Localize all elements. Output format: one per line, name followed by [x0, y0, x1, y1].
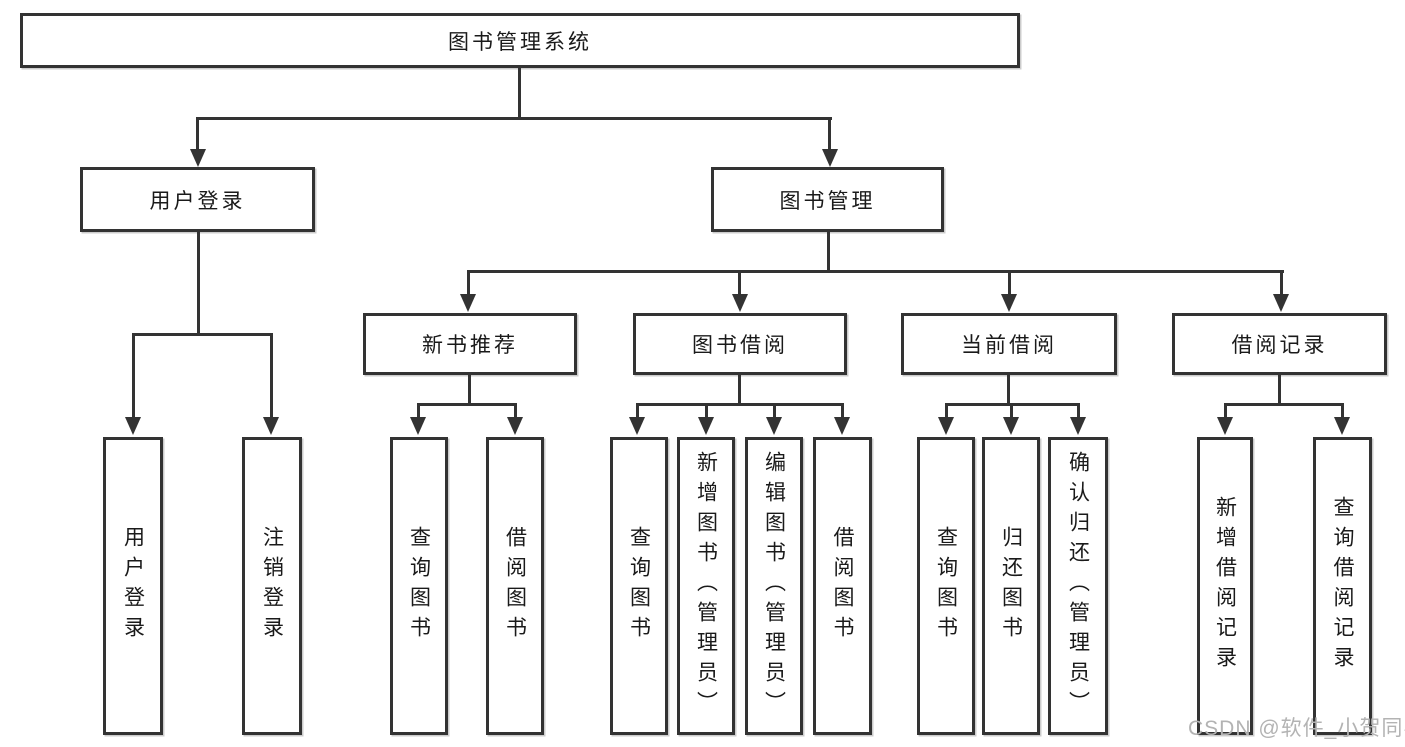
- node-label-book-management: 图书管理: [779, 189, 876, 213]
- connector-line: [196, 117, 832, 120]
- leaf-label-add-borrow-record: 新增借阅记录: [1213, 496, 1237, 676]
- connector-line: [417, 403, 517, 406]
- arrow-down-icon: [698, 417, 714, 435]
- connector-line: [1341, 403, 1344, 419]
- connector-line: [196, 117, 199, 151]
- arrow-down-icon: [938, 417, 954, 435]
- connector-line: [705, 403, 708, 419]
- connector-line: [773, 403, 776, 419]
- arrow-down-icon: [1001, 294, 1017, 312]
- leaf-box-borrow-books-2: 借阅图书: [813, 437, 872, 735]
- connector-line: [467, 270, 1284, 273]
- node-label-borrow-records: 借阅记录: [1231, 334, 1328, 357]
- connector-line: [738, 375, 741, 406]
- leaf-box-confirm-return-admin: 确认归还（管理员）: [1048, 437, 1108, 735]
- leaf-box-query-books-2: 查询图书: [610, 437, 668, 735]
- connector-line: [1278, 375, 1281, 406]
- arrow-down-icon: [410, 417, 426, 435]
- connector-line: [636, 403, 639, 419]
- arrow-down-icon: [1070, 417, 1086, 435]
- arrow-down-icon: [629, 417, 645, 435]
- connector-line: [827, 232, 830, 273]
- arrow-down-icon: [822, 149, 838, 167]
- connector-line: [636, 403, 844, 406]
- node-box-new-book-recommend: 新书推荐: [363, 313, 577, 375]
- node-label-root: 图书管理系统: [448, 30, 592, 54]
- arrow-down-icon: [460, 294, 476, 312]
- arrow-down-icon: [834, 417, 850, 435]
- leaf-label-query-books-1: 查询图书: [407, 526, 431, 646]
- connector-line: [945, 403, 948, 419]
- connector-line: [1224, 403, 1344, 406]
- leaf-box-query-books-3: 查询图书: [917, 437, 975, 735]
- arrow-down-icon: [263, 417, 279, 435]
- connector-line: [518, 68, 521, 119]
- leaf-label-add-books-admin: 新增图书（管理员）: [694, 451, 718, 721]
- arrow-down-icon: [1003, 417, 1019, 435]
- arrow-down-icon: [732, 294, 748, 312]
- leaf-box-return-books: 归还图书: [982, 437, 1040, 735]
- leaf-label-query-borrow-record: 查询借阅记录: [1331, 496, 1354, 676]
- leaf-label-query-books-3: 查询图书: [934, 526, 958, 646]
- arrow-down-icon: [125, 417, 141, 435]
- connector-line: [1008, 270, 1011, 296]
- arrow-down-icon: [1334, 417, 1350, 435]
- arrow-down-icon: [766, 417, 782, 435]
- leaf-label-edit-books-admin: 编辑图书（管理员）: [762, 451, 786, 721]
- arrow-down-icon: [190, 149, 206, 167]
- leaf-box-query-borrow-record: 查询借阅记录: [1313, 437, 1372, 735]
- arrow-down-icon: [507, 417, 523, 435]
- arrow-down-icon: [1217, 417, 1233, 435]
- node-box-user-login: 用户登录: [80, 167, 315, 232]
- leaf-box-edit-books-admin: 编辑图书（管理员）: [745, 437, 803, 735]
- node-box-current-borrow: 当前借阅: [901, 313, 1117, 375]
- connector-line: [270, 333, 273, 419]
- leaf-box-user-login: 用户登录: [103, 437, 163, 735]
- leaf-label-borrow-books-1: 借阅图书: [503, 526, 527, 646]
- connector-line: [841, 403, 844, 419]
- leaf-box-add-books-admin: 新增图书（管理员）: [677, 437, 735, 735]
- arrow-down-icon: [1273, 294, 1289, 312]
- connector-line: [828, 117, 831, 151]
- leaf-box-query-books-1: 查询图书: [390, 437, 448, 735]
- connector-line: [738, 270, 741, 296]
- leaf-label-borrow-books-2: 借阅图书: [831, 526, 854, 646]
- connector-line: [1010, 403, 1013, 419]
- leaf-label-query-books-2: 查询图书: [627, 526, 651, 646]
- connector-line: [132, 333, 135, 419]
- connector-line: [1224, 403, 1227, 419]
- node-box-borrow-records: 借阅记录: [1172, 313, 1387, 375]
- leaf-label-user-login: 用户登录: [121, 526, 145, 646]
- node-box-book-management: 图书管理: [711, 167, 944, 232]
- leaf-label-logout: 注销登录: [260, 526, 284, 646]
- node-label-user-login: 用户登录: [149, 189, 246, 213]
- csdn-watermark: CSDN @软件_小贺同学: [1188, 717, 1405, 740]
- leaf-box-logout: 注销登录: [242, 437, 302, 735]
- leaf-label-confirm-return-admin: 确认归还（管理员）: [1066, 451, 1090, 721]
- connector-line: [467, 270, 470, 296]
- leaf-box-borrow-books-1: 借阅图书: [486, 437, 544, 735]
- connector-line: [1007, 375, 1010, 406]
- connector-line: [417, 403, 420, 419]
- connector-line: [468, 375, 471, 406]
- node-label-current-borrow: 当前借阅: [961, 334, 1057, 357]
- connector-line: [1280, 270, 1283, 296]
- leaf-box-add-borrow-record: 新增借阅记录: [1197, 437, 1253, 735]
- connector-line: [514, 403, 517, 419]
- connector-line: [1077, 403, 1080, 419]
- node-label-book-borrow: 图书借阅: [692, 334, 788, 357]
- leaf-label-return-books: 归还图书: [999, 526, 1023, 646]
- node-label-new-book-recommend: 新书推荐: [422, 334, 518, 357]
- connector-line: [197, 232, 200, 336]
- node-box-root: 图书管理系统: [20, 13, 1020, 68]
- connector-line: [132, 333, 273, 336]
- node-box-book-borrow: 图书借阅: [633, 313, 847, 375]
